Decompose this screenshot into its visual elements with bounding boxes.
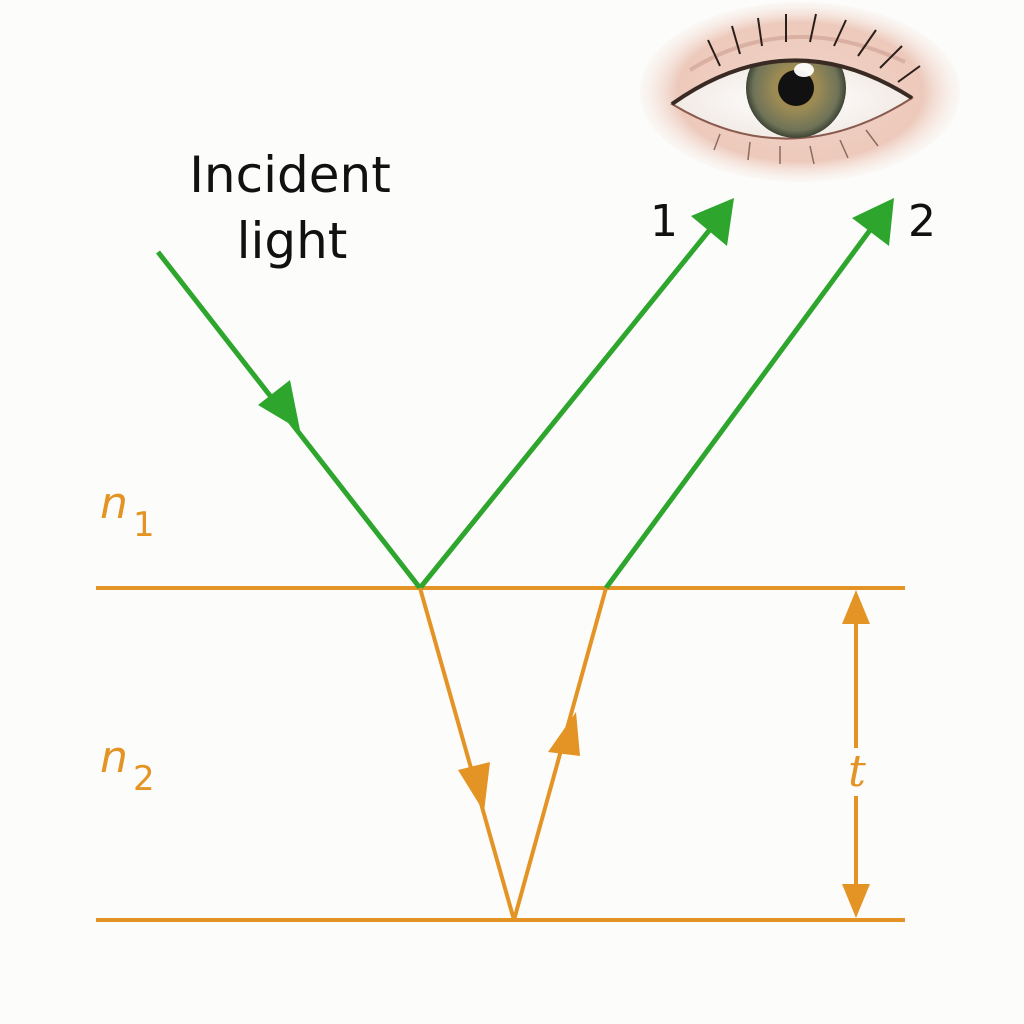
- ray-2-arrowhead: [852, 198, 894, 246]
- ray-2-label: 2: [908, 196, 936, 247]
- refracted-ray-up: [512, 587, 608, 921]
- down-arrowhead: [458, 762, 490, 812]
- n2-base: n: [100, 732, 128, 783]
- refracted-ray-down: [418, 587, 516, 921]
- incident-ray: [156, 250, 422, 590]
- incident-arrowhead: [258, 380, 300, 430]
- eye-icon: [640, 2, 960, 182]
- n2-label: n 2: [100, 732, 155, 799]
- incident-label-line1: Incident: [189, 146, 391, 204]
- n2-subscript: 2: [133, 759, 155, 799]
- reflected-ray-1: [418, 198, 734, 590]
- ray-1-label: 1: [650, 196, 678, 247]
- thickness-label: t: [848, 746, 866, 797]
- n1-base: n: [100, 478, 128, 529]
- n1-label: n 1: [100, 478, 155, 545]
- up-arrowhead: [548, 712, 580, 756]
- incident-label-line2: light: [237, 212, 348, 270]
- reflected-ray-2: [603, 198, 894, 590]
- ray-1-arrowhead: [691, 198, 734, 246]
- thickness-arrowhead-top: [842, 590, 870, 624]
- thickness-arrowhead-bottom: [842, 884, 870, 918]
- n1-subscript: 1: [133, 505, 155, 545]
- thickness-label-backdrop: [840, 748, 872, 796]
